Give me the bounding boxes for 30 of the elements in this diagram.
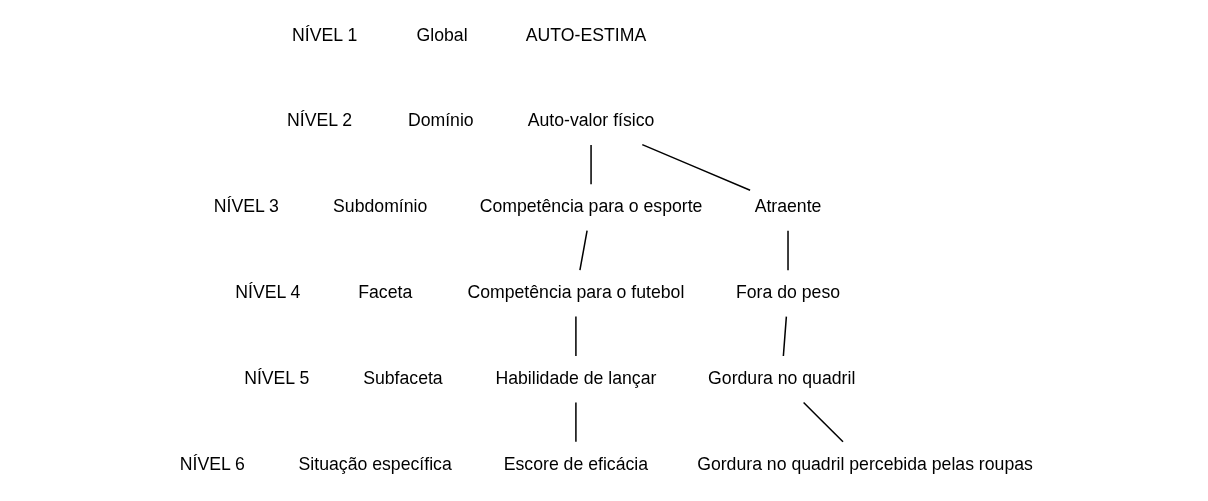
label: NÍVEL 2	[287, 110, 353, 131]
label: Subdomínio	[333, 196, 428, 217]
connector	[782, 315, 788, 357]
node-text: Gordura no quadril	[708, 367, 856, 388]
label: Domínio	[407, 110, 474, 131]
connector	[787, 229, 789, 271]
label: Global	[416, 24, 468, 45]
connector	[575, 315, 577, 357]
label: NÍVEL 5	[244, 367, 310, 388]
node-text: Escore de eficácia	[503, 453, 649, 474]
node-text: Fora do peso	[735, 282, 841, 303]
connector	[575, 401, 577, 443]
connector	[590, 144, 592, 186]
label: Situação específica	[298, 453, 452, 474]
node-text: AUTO-ESTIMA	[525, 24, 647, 45]
label: NÍVEL 3	[213, 196, 279, 217]
node-text: Auto-valor físico	[527, 110, 655, 131]
node-text: Gordura no quadril percebida pelas roupas	[697, 453, 1033, 474]
label: Subfaceta	[363, 367, 443, 388]
label: NÍVEL 6	[179, 453, 245, 474]
node-text: Atraente	[754, 196, 822, 217]
connector	[579, 229, 588, 271]
label: NÍVEL 1	[292, 24, 358, 45]
label: Faceta	[358, 282, 413, 303]
node-text: Competência para o futebol	[467, 282, 685, 303]
connector	[641, 143, 751, 192]
label: NÍVEL 4	[235, 282, 301, 303]
connector	[802, 401, 844, 443]
node-text: Competência para o esporte	[479, 196, 703, 217]
node-text: Habilidade de lançar	[495, 367, 657, 388]
